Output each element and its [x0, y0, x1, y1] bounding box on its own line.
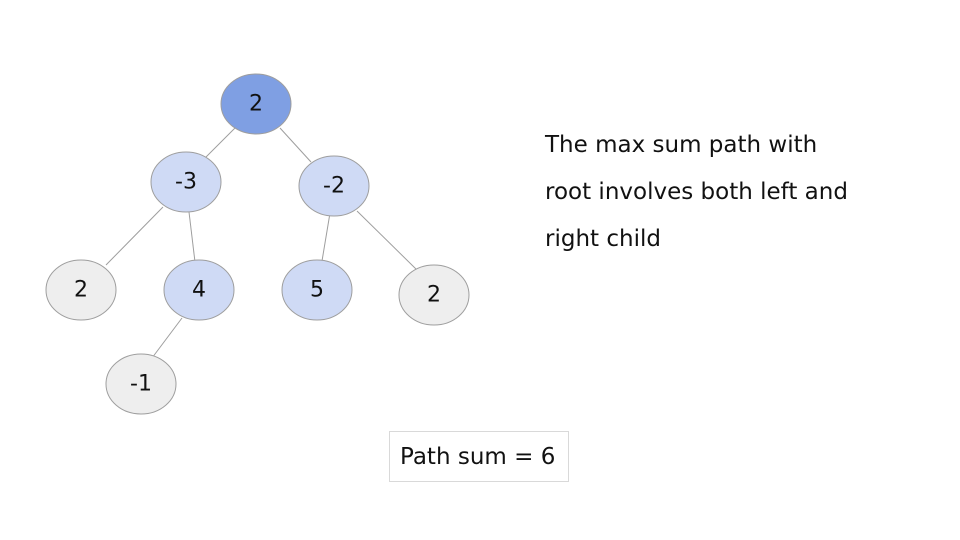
edge-root-right: [279, 127, 312, 163]
tree-node-left-right: 4: [163, 259, 235, 321]
edge-right-rightchild: [356, 210, 418, 271]
node-value: 2: [74, 278, 88, 303]
edge-root-left: [204, 126, 237, 159]
explanation-line: The max sum path with: [545, 132, 818, 158]
explanation-line: root involves both left and: [545, 179, 848, 205]
tree-node-left-right-left: -1: [105, 353, 177, 415]
path-sum-label: Path sum = 6: [389, 431, 569, 482]
node-value: 4: [192, 278, 206, 303]
explanation-line: right child: [545, 226, 661, 252]
node-value: 2: [427, 283, 441, 308]
node-value: -1: [130, 372, 152, 397]
edge-left-rightchild: [188, 211, 196, 263]
node-value: 5: [310, 278, 324, 303]
node-value: -2: [323, 174, 345, 199]
tree-node-right-left: 5: [281, 259, 353, 321]
tree-node-right: -2: [298, 155, 370, 217]
edge-four-child: [151, 317, 183, 359]
tree-node-left-left: 2: [45, 259, 117, 321]
edge-right-leftchild: [321, 212, 331, 262]
tree-node-right-right: 2: [398, 264, 470, 326]
tree-node-root: 2: [220, 73, 292, 135]
explanation-text: The max sum path with root involves both…: [545, 122, 925, 263]
node-value: -3: [175, 170, 197, 195]
edge-left-leftchild: [105, 206, 164, 266]
node-value: 2: [249, 92, 263, 117]
tree-node-left: -3: [150, 151, 222, 213]
